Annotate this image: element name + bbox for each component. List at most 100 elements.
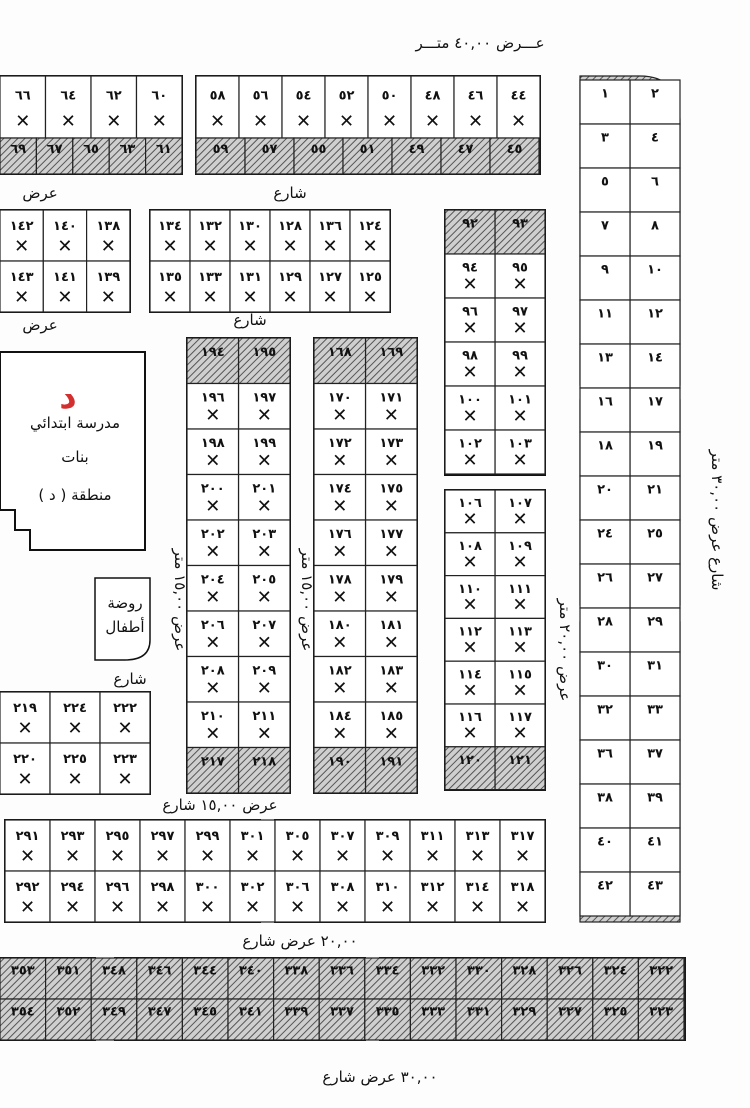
plot-cell[interactable] [592, 998, 639, 1041]
plot-cell[interactable] [324, 75, 369, 139]
plot-cell[interactable] [409, 998, 457, 1041]
plot-cell[interactable] [42, 209, 88, 262]
plot-cell[interactable] [72, 137, 110, 175]
plot-cell[interactable] [313, 337, 367, 385]
plot-cell[interactable] [494, 253, 546, 299]
plot-cell[interactable] [494, 574, 546, 619]
plot-cell[interactable] [364, 564, 418, 612]
plot-cell[interactable] [0, 957, 47, 1000]
plot-cell[interactable] [501, 957, 548, 1000]
plot-cell[interactable] [349, 260, 391, 313]
plot-cell[interactable] [579, 739, 631, 785]
plot-cell[interactable] [579, 783, 631, 829]
plot-cell[interactable] [579, 299, 631, 345]
plot-cell[interactable] [237, 701, 291, 749]
plot-cell[interactable] [579, 651, 631, 697]
plot-cell[interactable] [99, 742, 151, 795]
plot-cell[interactable] [313, 701, 367, 749]
plot-cell[interactable] [319, 870, 366, 923]
plot-cell[interactable] [237, 564, 291, 612]
plot-cell[interactable] [579, 475, 631, 521]
plot-cell[interactable] [90, 957, 138, 1000]
plot-cell[interactable] [629, 343, 681, 389]
plot-cell[interactable] [629, 167, 681, 213]
plot-cell[interactable] [0, 209, 44, 262]
plot-cell[interactable] [629, 563, 681, 609]
plot-cell[interactable] [313, 428, 367, 476]
plot-cell[interactable] [364, 610, 418, 658]
plot-cell[interactable] [546, 957, 594, 1000]
plot-cell[interactable] [229, 260, 271, 313]
plot-cell[interactable] [90, 998, 138, 1041]
plot-cell[interactable] [579, 607, 631, 653]
plot-cell[interactable] [313, 519, 367, 567]
plot-cell[interactable] [349, 209, 391, 262]
plot-cell[interactable] [364, 337, 418, 385]
plot-cell[interactable] [489, 137, 540, 175]
plot-cell[interactable] [309, 260, 351, 313]
plot-cell[interactable] [494, 385, 546, 431]
plot-cell[interactable] [237, 746, 291, 794]
plot-cell[interactable] [342, 137, 393, 175]
plot-cell[interactable] [195, 75, 240, 139]
plot-cell[interactable] [313, 746, 367, 794]
plot-cell[interactable] [44, 998, 92, 1041]
plot-cell[interactable] [186, 610, 240, 658]
plot-cell[interactable] [364, 819, 411, 872]
plot-cell[interactable] [186, 701, 240, 749]
plot-cell[interactable] [184, 819, 231, 872]
plot-cell[interactable] [85, 209, 131, 262]
plot-cell[interactable] [579, 387, 631, 433]
plot-cell[interactable] [364, 746, 418, 794]
plot-cell[interactable] [364, 428, 418, 476]
plot-cell[interactable] [274, 870, 321, 923]
plot-cell[interactable] [494, 703, 546, 748]
plot-cell[interactable] [444, 532, 496, 577]
plot-cell[interactable] [136, 998, 184, 1041]
plot-cell[interactable] [629, 79, 681, 125]
plot-cell[interactable] [637, 998, 685, 1041]
plot-cell[interactable] [444, 209, 496, 255]
plot-cell[interactable] [579, 871, 631, 917]
plot-cell[interactable] [42, 260, 88, 313]
plot-cell[interactable] [186, 746, 240, 794]
plot-cell[interactable] [281, 75, 326, 139]
plot-cell[interactable] [237, 382, 291, 430]
plot-cell[interactable] [237, 655, 291, 703]
plot-cell[interactable] [85, 260, 131, 313]
plot-cell[interactable] [189, 260, 231, 313]
plot-cell[interactable] [444, 297, 496, 343]
plot-cell[interactable] [0, 998, 47, 1041]
plot-cell[interactable] [629, 519, 681, 565]
plot-cell[interactable] [269, 260, 311, 313]
plot-cell[interactable] [364, 701, 418, 749]
plot-cell[interactable] [444, 489, 496, 534]
plot-cell[interactable] [35, 137, 74, 175]
plot-cell[interactable] [367, 75, 412, 139]
plot-cell[interactable] [269, 209, 311, 262]
plot-cell[interactable] [195, 137, 246, 175]
plot-cell[interactable] [108, 137, 147, 175]
kindergarten-parcel[interactable]: روضة أطفال [94, 577, 151, 661]
plot-cell[interactable] [318, 998, 366, 1041]
plot-cell[interactable] [409, 819, 456, 872]
plot-cell[interactable] [94, 819, 141, 872]
plot-cell[interactable] [410, 75, 455, 139]
plot-cell[interactable] [499, 870, 546, 923]
plot-cell[interactable] [49, 742, 101, 795]
plot-cell[interactable] [186, 519, 240, 567]
plot-cell[interactable] [499, 819, 546, 872]
plot-cell[interactable] [579, 695, 631, 741]
plot-cell[interactable] [579, 167, 631, 213]
plot-cell[interactable] [186, 473, 240, 521]
plot-cell[interactable] [237, 473, 291, 521]
plot-cell[interactable] [579, 431, 631, 477]
plot-cell[interactable] [444, 385, 496, 431]
plot-cell[interactable] [293, 137, 344, 175]
plot-cell[interactable] [494, 532, 546, 577]
plot-cell[interactable] [455, 998, 503, 1041]
plot-cell[interactable] [184, 870, 231, 923]
plot-cell[interactable] [629, 431, 681, 477]
plot-cell[interactable] [4, 870, 51, 923]
plot-cell[interactable] [229, 870, 276, 923]
